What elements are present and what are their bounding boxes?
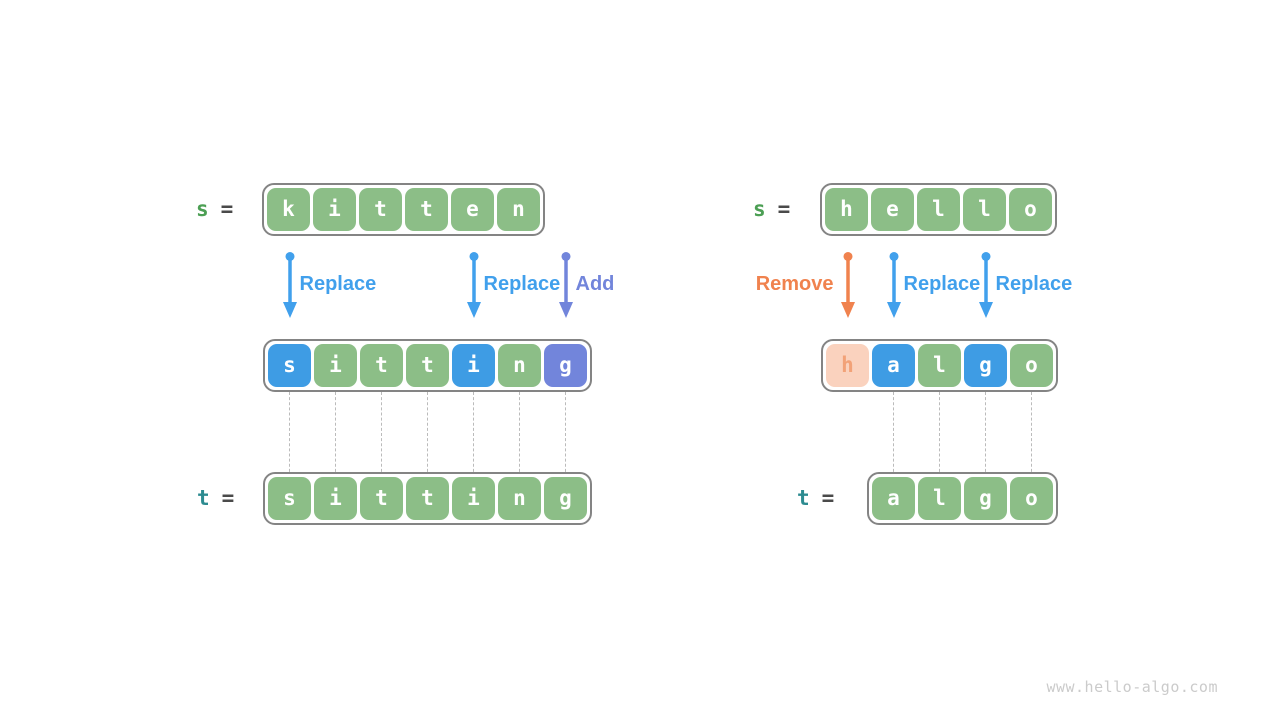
char-cell: a <box>872 477 915 520</box>
char-cell: t <box>359 188 402 231</box>
char-cell: i <box>314 477 357 520</box>
char-cell: i <box>452 344 495 387</box>
char-cell: t <box>406 344 449 387</box>
target-label: t= <box>197 485 234 512</box>
mapping-dash-line <box>335 392 336 477</box>
mapping-dash-line <box>289 392 290 477</box>
char-cell: l <box>918 477 961 520</box>
replace-arrow-icon <box>282 252 297 318</box>
mapping-dash-line <box>1031 392 1032 477</box>
char-cell: i <box>452 477 495 520</box>
char-cell: o <box>1009 188 1052 231</box>
string-variable: s <box>753 197 766 221</box>
char-cell: e <box>871 188 914 231</box>
char-cell: i <box>313 188 356 231</box>
char-cell: k <box>267 188 310 231</box>
replace-arrow-icon <box>978 252 993 318</box>
mapping-dash-line <box>381 392 382 477</box>
char-cell: n <box>498 344 541 387</box>
char-cell: g <box>544 477 587 520</box>
replace-arrow-icon <box>886 252 901 318</box>
char-cell: h <box>825 188 868 231</box>
char-cell: g <box>964 477 1007 520</box>
char-cell: a <box>872 344 915 387</box>
mapping-dash-line <box>985 392 986 477</box>
equals-sign: = <box>221 486 235 510</box>
char-cell: n <box>497 188 540 231</box>
equals-sign: = <box>777 197 791 221</box>
remove-arrow-icon <box>840 252 855 318</box>
equals-sign: = <box>821 486 835 510</box>
char-cell: n <box>498 477 541 520</box>
target-label: t= <box>797 485 834 512</box>
char-cell: l <box>918 344 961 387</box>
watermark: www.hello-algo.com <box>1046 678 1218 696</box>
operation-label: Replace <box>299 273 377 295</box>
operation-label: Add <box>575 273 615 295</box>
operation-label: Replace <box>995 273 1073 295</box>
char-cell: o <box>1010 344 1053 387</box>
source-label: s= <box>196 196 233 223</box>
mapping-dash-line <box>519 392 520 477</box>
char-cell: o <box>1010 477 1053 520</box>
char-cell: e <box>451 188 494 231</box>
string-variable: s <box>196 197 209 221</box>
char-cell: l <box>963 188 1006 231</box>
string-variable: t <box>797 486 810 510</box>
source-label: s= <box>753 196 790 223</box>
char-cell: t <box>406 477 449 520</box>
operation-label: Remove <box>755 273 834 295</box>
char-cell: h <box>826 344 869 387</box>
mapping-dash-line <box>427 392 428 477</box>
add-arrow-icon <box>558 252 573 318</box>
char-cell: t <box>405 188 448 231</box>
char-cell: g <box>544 344 587 387</box>
operation-label: Replace <box>903 273 981 295</box>
mapping-dash-line <box>473 392 474 477</box>
char-cell: g <box>964 344 1007 387</box>
mapping-dash-line <box>565 392 566 477</box>
char-cell: s <box>268 477 311 520</box>
equals-sign: = <box>220 197 234 221</box>
mapping-dash-line <box>893 392 894 477</box>
char-cell: l <box>917 188 960 231</box>
char-cell: s <box>268 344 311 387</box>
char-cell: t <box>360 477 403 520</box>
char-cell: t <box>360 344 403 387</box>
char-cell: i <box>314 344 357 387</box>
operation-label: Replace <box>483 273 561 295</box>
string-variable: t <box>197 486 210 510</box>
replace-arrow-icon <box>466 252 481 318</box>
mapping-dash-line <box>939 392 940 477</box>
